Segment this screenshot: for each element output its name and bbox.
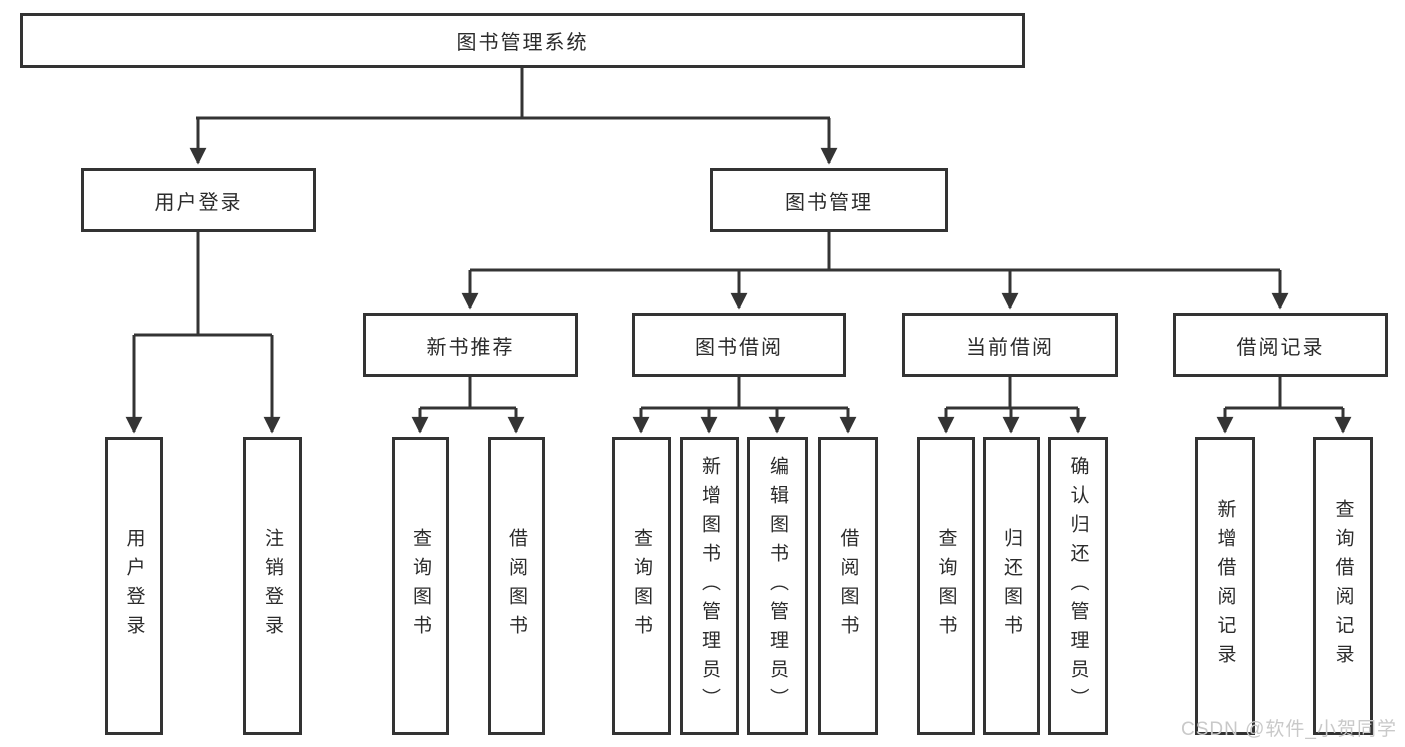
connector-book-management [461, 232, 1289, 310]
leaf-query-books-current-label: 查询图书 [935, 528, 957, 644]
node-borrow-records: 借阅记录 [1173, 313, 1388, 377]
leaf-query-borrow-record: 查询借阅记录 [1313, 437, 1373, 735]
leaf-user-login-label: 用户登录 [123, 528, 145, 644]
leaf-logout: 注销登录 [243, 437, 302, 735]
connector-new-book-recommend [411, 377, 525, 434]
node-book-management: 图书管理 [710, 168, 948, 232]
connector-root [189, 68, 838, 165]
leaf-query-books-borrow-label: 查询图书 [631, 528, 652, 644]
leaf-return-books: 归还图书 [983, 437, 1040, 735]
connector-user-login [125, 232, 281, 434]
leaf-add-books-admin-label: 新增图书（管理员） [699, 455, 720, 717]
leaf-confirm-return-admin-label: 确认归还（管理员） [1067, 455, 1089, 717]
node-current-borrow-label: 当前借阅 [966, 336, 1054, 359]
leaf-borrow-books: 借阅图书 [818, 437, 878, 735]
leaf-query-books-borrow: 查询图书 [612, 437, 671, 735]
node-new-book-recommend: 新书推荐 [363, 313, 578, 377]
node-user-login-label: 用户登录 [154, 191, 243, 214]
node-current-borrow: 当前借阅 [902, 313, 1118, 377]
connector-borrow-records [1216, 377, 1352, 434]
node-root: 图书管理系统 [20, 13, 1025, 68]
leaf-add-books-admin: 新增图书（管理员） [680, 437, 739, 735]
leaf-add-borrow-record-label: 新增借阅记录 [1214, 499, 1236, 673]
watermark: CSDN @软件_小贺同学 [1181, 719, 1397, 740]
node-user-login: 用户登录 [81, 168, 316, 232]
leaf-edit-books-admin: 编辑图书（管理员） [747, 437, 808, 735]
connector-book-borrow [632, 377, 857, 434]
leaf-borrow-books-label: 借阅图书 [837, 528, 859, 644]
leaf-borrow-books-recommend: 借阅图书 [488, 437, 545, 735]
leaf-query-borrow-record-label: 查询借阅记录 [1332, 499, 1354, 673]
node-book-management-label: 图书管理 [785, 191, 873, 214]
node-borrow-records-label: 借阅记录 [1236, 336, 1325, 359]
leaf-query-books-recommend: 查询图书 [392, 437, 449, 735]
node-book-borrow: 图书借阅 [632, 313, 846, 377]
leaf-query-books-recommend-label: 查询图书 [410, 528, 431, 644]
leaf-confirm-return-admin: 确认归还（管理员） [1048, 437, 1108, 735]
leaf-logout-label: 注销登录 [262, 528, 283, 644]
leaf-query-books-current: 查询图书 [917, 437, 975, 735]
node-root-label: 图书管理系统 [456, 32, 589, 54]
leaf-user-login: 用户登录 [105, 437, 163, 735]
leaf-return-books-label: 归还图书 [1001, 528, 1022, 644]
connector-current-borrow [937, 377, 1087, 434]
node-new-book-recommend-label: 新书推荐 [426, 336, 515, 359]
node-book-borrow-label: 图书借阅 [695, 336, 783, 359]
leaf-add-borrow-record: 新增借阅记录 [1195, 437, 1255, 735]
leaf-borrow-books-recommend-label: 借阅图书 [506, 528, 527, 644]
leaf-edit-books-admin-label: 编辑图书（管理员） [767, 455, 788, 717]
